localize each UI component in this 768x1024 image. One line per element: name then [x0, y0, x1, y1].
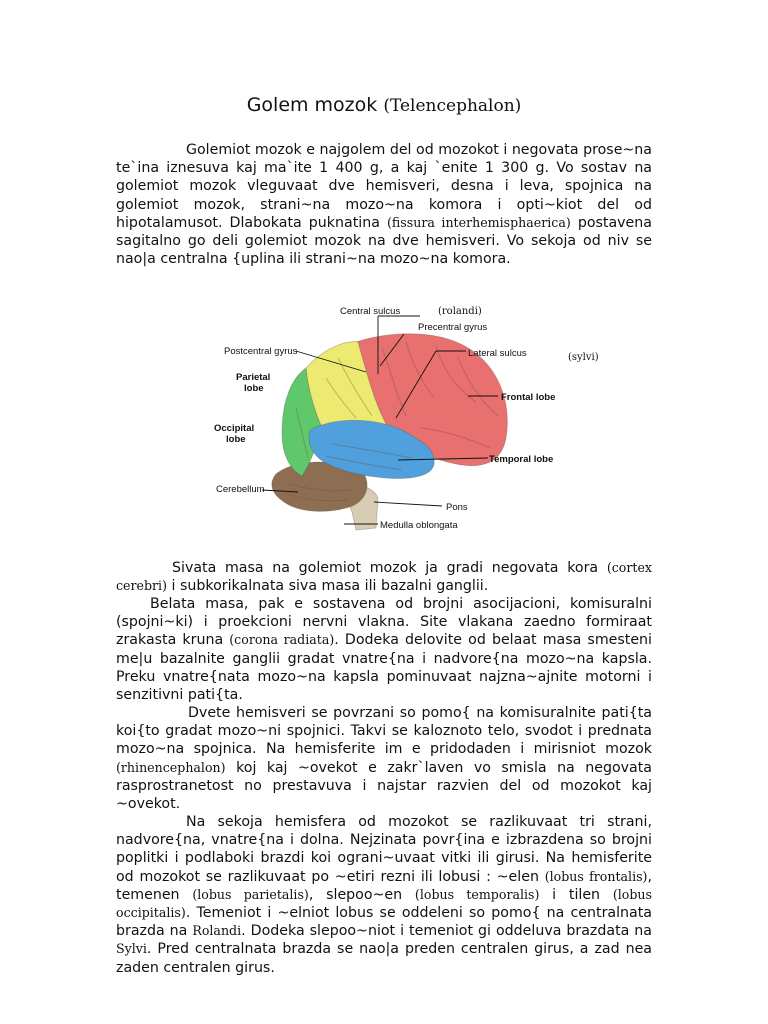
latin-term: (rhinencephalon)	[116, 759, 226, 775]
label-sylvi: (sylvi)	[568, 352, 599, 363]
text-run: . Pred centralnata brazda se nao|a prede…	[116, 941, 652, 976]
latin-term: (lobus parietalis)	[192, 886, 309, 902]
title-latin: (Telencephalon)	[383, 96, 522, 116]
text-run: Na sekoja hemisfera od mozokot se razlik…	[116, 814, 652, 885]
paragraph-grey-matter: Sivata masa na golemiot mozok ja gradi n…	[116, 559, 652, 595]
latin-term: (corona radiata)	[229, 632, 335, 648]
text-run: Dvete hemisveri se povrzani so pomo{ na …	[116, 705, 652, 758]
paragraph-hemispheres: Dvete hemisveri se povrzani so pomo{ na …	[116, 704, 652, 813]
gyri-texture	[285, 341, 499, 502]
text-run: , slepoo~en	[308, 886, 415, 903]
text-run: . Dodeka delovite od belaat masa smesten…	[116, 632, 652, 704]
label-lateral-sulcus: Lateral sulcus	[468, 348, 527, 359]
title-main: Golem mozok	[246, 94, 378, 116]
text-run: koj kaj ~ovekot e zakr`laven vo smisla n…	[116, 759, 652, 813]
brain-diagram: Central sulcus (rolandi) Precentral gyru…	[214, 306, 599, 531]
page-title: Golem mozok (Telencephalon)	[0, 92, 768, 119]
latin-term: (fissura interhemisphaerica)	[386, 214, 571, 230]
text-run: Golemiot mozok e najgolem del od mozokot…	[116, 142, 652, 231]
label-parietal-2: lobe	[244, 383, 264, 394]
label-pons: Pons	[446, 502, 468, 513]
text-run: Belata masa, pak e sostavena od brojni a…	[116, 596, 652, 649]
latin-term: (lobus frontalis)	[544, 868, 648, 884]
text-run: , temenen	[116, 868, 652, 903]
label-occipital-2: lobe	[226, 434, 246, 445]
latin-term: (cortex cerebri)	[116, 560, 652, 594]
label-occipital-1: Occipital	[214, 423, 254, 434]
label-precentral-gyrus: Precentral gyrus	[418, 322, 487, 333]
label-parietal-1: Parietal	[236, 372, 270, 383]
brain-lobes-figure: Central sulcus (rolandi) Precentral gyru…	[206, 298, 626, 534]
label-postcentral-gyrus: Postcentral gyrus	[224, 346, 298, 357]
paragraph-white-matter: Belata masa, pak e sostavena od brojni a…	[116, 595, 652, 704]
latin-term: (lobus temporalis)	[414, 886, 540, 902]
latin-term: (lobus occipitalis)	[116, 886, 652, 921]
text-run: i tilen	[539, 886, 613, 903]
leader-lines	[261, 315, 498, 525]
text-run: Sivata masa na golemiot mozok ja gradi n…	[172, 560, 607, 576]
temporal-lobe-shape	[308, 419, 435, 479]
latin-term: Rolandi	[192, 923, 242, 939]
paragraph-intro: Golemiot mozok e najgolem del od mozokot…	[116, 141, 652, 268]
label-rolandi: (rolandi)	[438, 306, 482, 317]
latin-term: Sylvi	[116, 941, 147, 957]
text-run: . Temeniot i ~elniot lobus se oddeleni s…	[116, 905, 652, 940]
label-cerebellum: Cerebellum	[216, 484, 265, 495]
text-run: . Dodeka slepoo~niot i temeniot gi oddel…	[241, 923, 652, 940]
label-frontal-lobe: Frontal lobe	[501, 392, 555, 403]
paragraph-lobes: Na sekoja hemisfera od mozokot se razlik…	[116, 813, 652, 977]
label-central-sulcus: Central sulcus	[340, 306, 400, 317]
label-medulla-oblongata: Medulla oblongata	[380, 520, 458, 531]
text-run: postavena sagitalno go deli golemiot moz…	[116, 214, 652, 268]
label-temporal-lobe: Temporal lobe	[489, 454, 553, 465]
text-run: i subkorikalnata siva masa ili bazalni g…	[167, 578, 489, 595]
